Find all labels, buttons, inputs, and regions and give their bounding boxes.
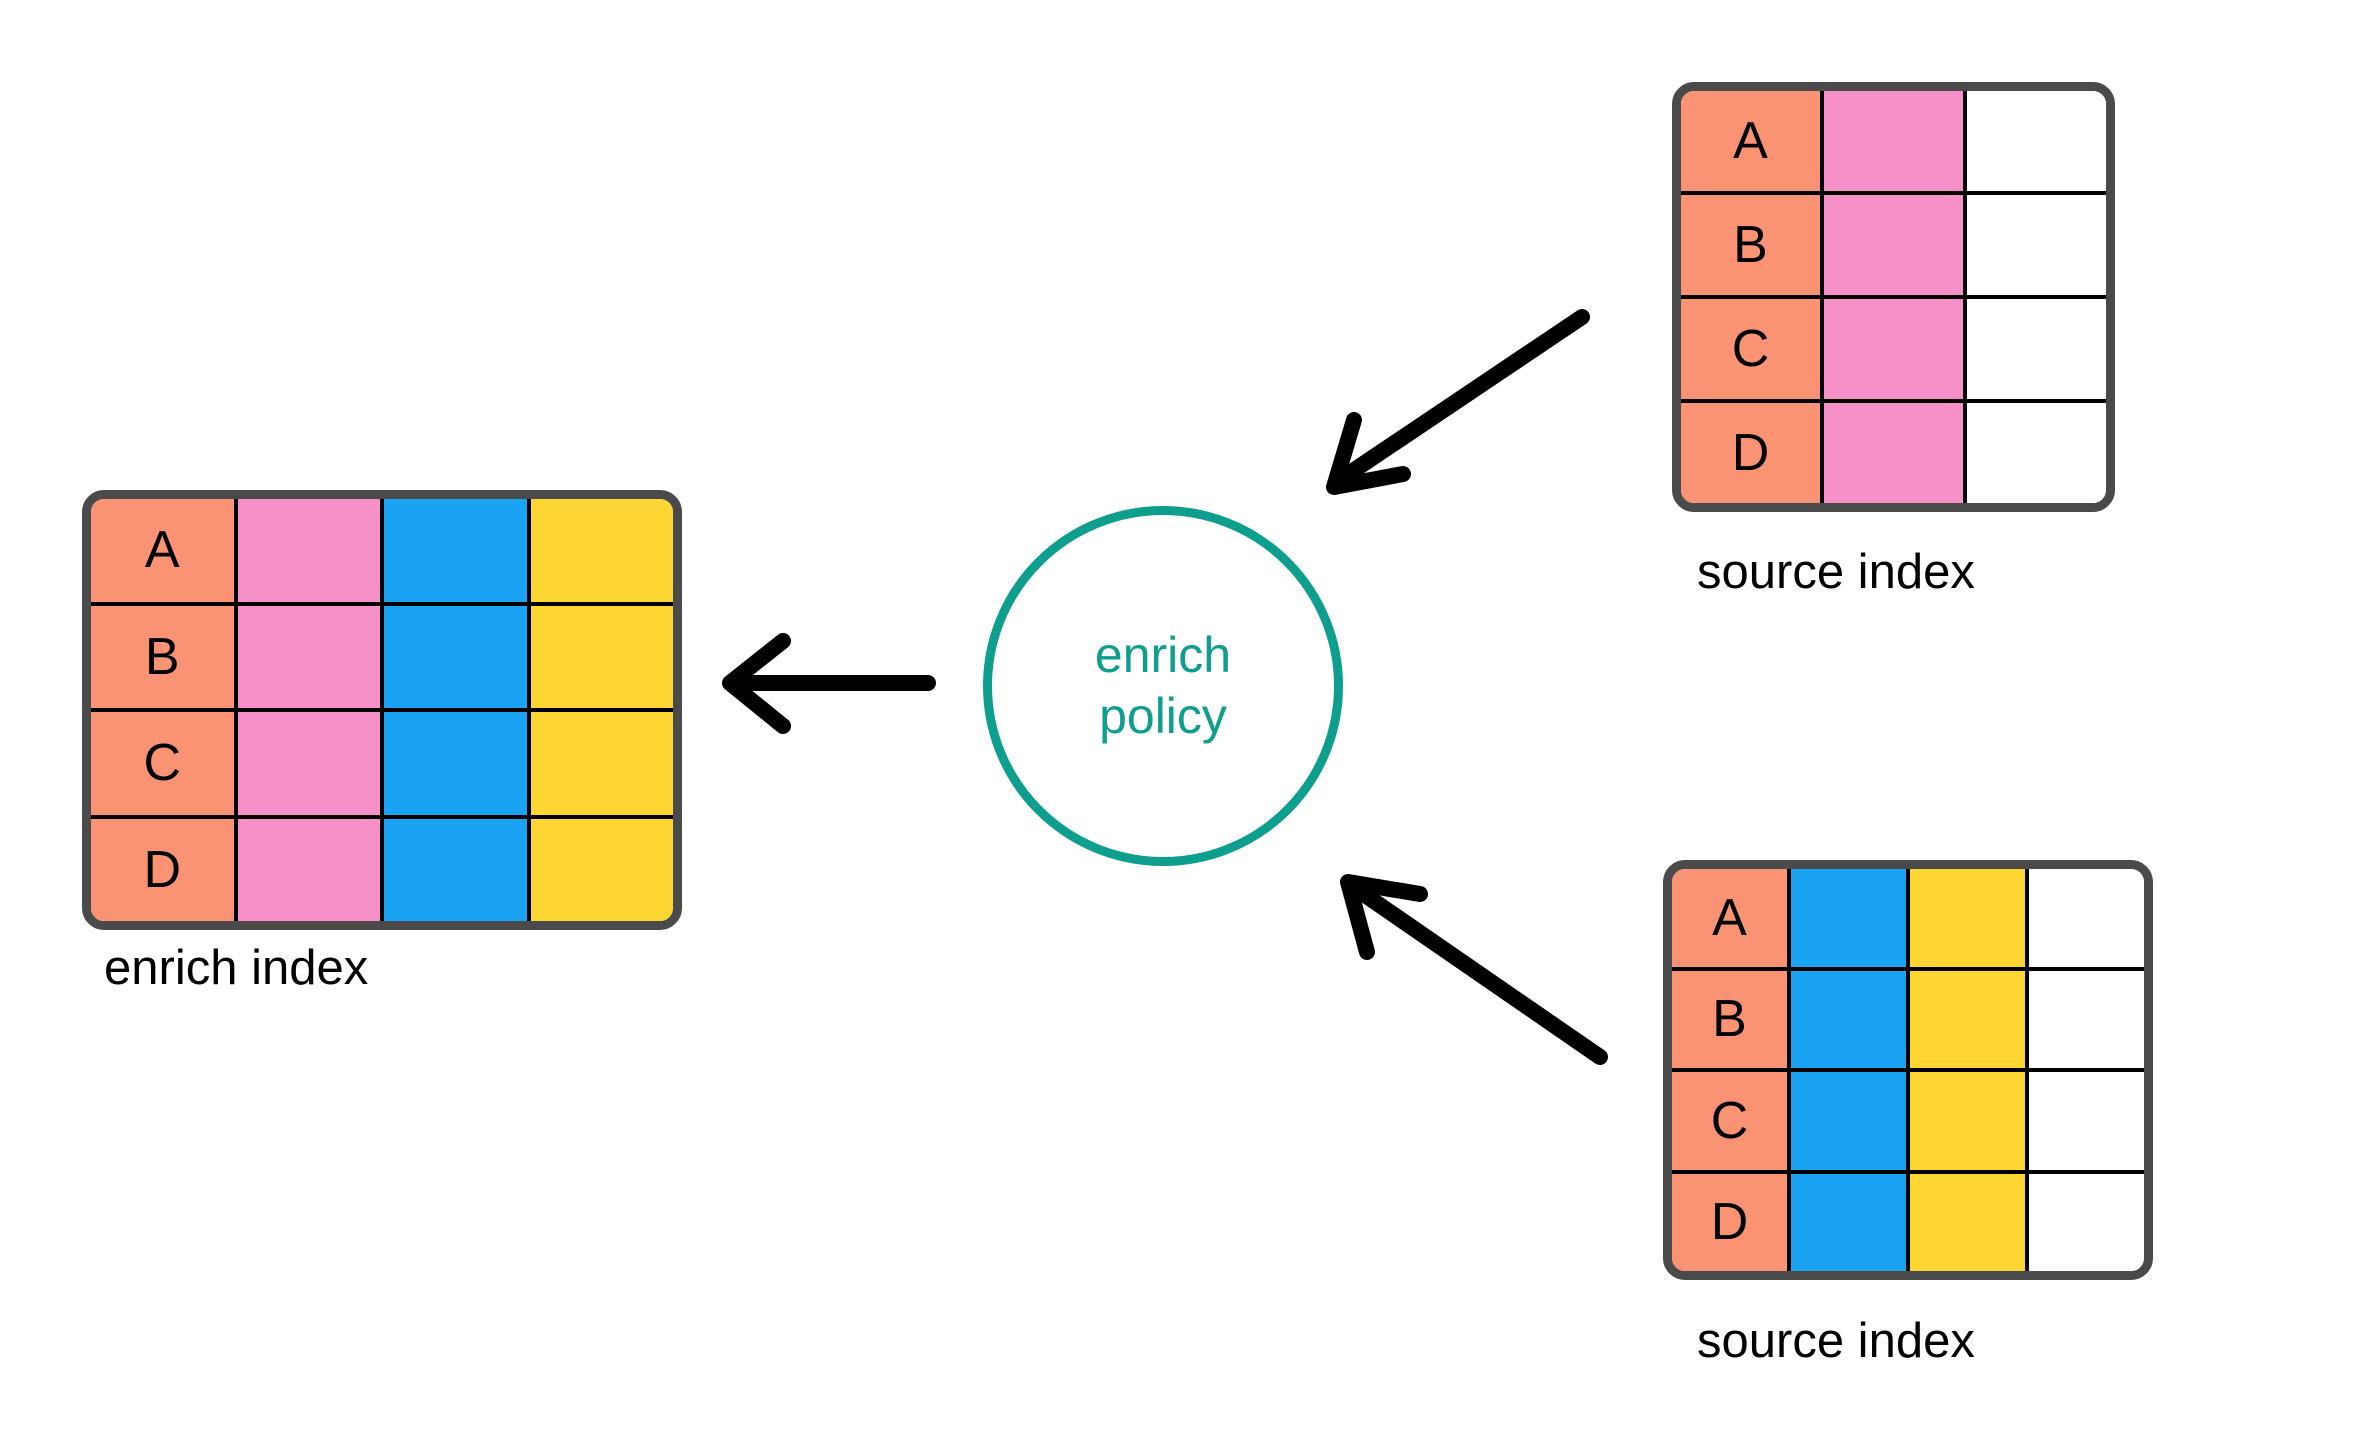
enrich-key-cell: D [91, 818, 238, 921]
table-row: D [1681, 403, 2106, 503]
enrich-blue-cell [384, 605, 531, 708]
enrich-policy-label-line2: policy [1099, 688, 1227, 744]
source-bottom-yellow-cell [1910, 1173, 2029, 1271]
source-top-pink-cell [1824, 91, 1967, 191]
source-top-key-cell: B [1681, 195, 1824, 295]
enrich-blue-cell [384, 499, 531, 602]
table-row: C [1672, 1072, 2144, 1174]
source-bottom-blue-cell [1791, 1072, 1910, 1170]
source-bottom-blue-cell [1791, 869, 1910, 967]
source-bottom-blue-cell [1791, 970, 1910, 1068]
enrich-pink-cell [237, 712, 384, 815]
table-row: C [91, 712, 673, 819]
source-index-top-table: A B C D [1672, 82, 2115, 512]
source-bottom-blue-cell [1791, 1173, 1910, 1271]
source-bottom-yellow-cell [1910, 970, 2029, 1068]
source-bottom-empty-cell [2029, 1173, 2144, 1271]
enrich-key-cell: B [91, 605, 238, 708]
source-bottom-yellow-cell [1910, 1072, 2029, 1170]
table-row: B [1681, 195, 2106, 299]
table-row: D [1672, 1173, 2144, 1271]
source-bottom-empty-cell [2029, 869, 2144, 967]
source-top-pink-cell [1824, 403, 1967, 503]
source-bottom-key-cell: D [1672, 1173, 1791, 1271]
source-bottom-empty-cell [2029, 1072, 2144, 1170]
enrich-yellow-cell [530, 499, 673, 602]
table-row: A [91, 499, 673, 606]
table-row: A [1672, 869, 2144, 971]
source-bottom-key-cell: A [1672, 869, 1791, 967]
arrow-bottom-source-to-policy [1340, 874, 1608, 1065]
enrich-blue-cell [384, 712, 531, 815]
enrich-policy-label-line1: enrich [1094, 627, 1232, 683]
enrich-key-cell: A [91, 499, 238, 602]
enrich-index-table: A B C D [82, 490, 682, 930]
source-top-empty-cell [1967, 195, 2106, 295]
source-index-bottom-caption: source index [1697, 1314, 1975, 1368]
source-bottom-yellow-cell [1910, 869, 2029, 967]
source-top-empty-cell [1967, 403, 2106, 503]
enrich-key-cell: C [91, 712, 238, 815]
source-index-bottom-table: A B C D [1663, 860, 2153, 1280]
enrich-blue-cell [384, 818, 531, 921]
arrow-top-source-to-policy [1326, 309, 1590, 495]
enrich-pink-cell [237, 499, 384, 602]
source-top-pink-cell [1824, 299, 1967, 399]
source-top-key-cell: C [1681, 299, 1824, 399]
arrow-policy-to-enrich-index [722, 633, 936, 734]
source-index-top-caption: source index [1697, 545, 1975, 599]
enrich-pink-cell [237, 605, 384, 708]
table-row: D [91, 818, 673, 921]
enrich-pink-cell [237, 818, 384, 921]
enrich-index-caption: enrich index [104, 941, 369, 995]
source-bottom-empty-cell [2029, 970, 2144, 1068]
table-row: A [1681, 91, 2106, 195]
source-top-pink-cell [1824, 195, 1967, 295]
source-bottom-key-cell: C [1672, 1072, 1791, 1170]
enrich-yellow-cell [530, 605, 673, 708]
table-row: C [1681, 299, 2106, 403]
source-top-key-cell: D [1681, 403, 1824, 503]
enrich-yellow-cell [530, 712, 673, 815]
source-top-key-cell: A [1681, 91, 1824, 191]
table-row: B [91, 605, 673, 712]
source-top-empty-cell [1967, 299, 2106, 399]
enrich-policy-node: enrich policy [983, 506, 1343, 866]
enrich-yellow-cell [530, 818, 673, 921]
source-bottom-key-cell: B [1672, 970, 1791, 1068]
table-row: B [1672, 970, 2144, 1072]
source-top-empty-cell [1967, 91, 2106, 191]
